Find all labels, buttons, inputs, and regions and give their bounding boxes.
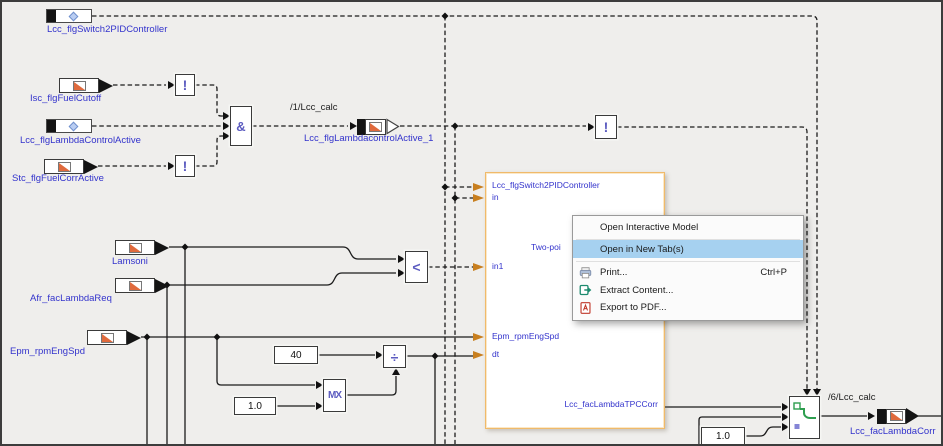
divide-block[interactable]: ÷ xyxy=(383,345,406,368)
inport-arrow-icon xyxy=(84,159,98,174)
outport-block-lambda-corr[interactable] xyxy=(877,408,919,424)
subsystem-port-switch2pid: Lcc_flgSwitch2PIDController xyxy=(492,180,600,190)
goto-block-switch2pid[interactable] xyxy=(46,9,92,23)
signal-spec-block-lambda-control-active-1[interactable] xyxy=(357,118,400,135)
inport-block-fuel-corr-active[interactable] xyxy=(44,159,98,174)
constant-block-40[interactable]: 40 xyxy=(274,346,318,364)
signal-label-lambda-req: Afr_facLambdaReq xyxy=(30,293,112,304)
menu-item-open-in-new-tabs[interactable]: Open in New Tab(s) xyxy=(573,240,803,258)
inport-icon xyxy=(72,80,86,91)
tag-label-lcc-calc-1: /1/Lcc_calc xyxy=(290,102,338,113)
signal-label-fuel-corr-active: Stc_flgFuelCorrActive xyxy=(12,173,104,184)
signal-label-lamsoni: Lamsoni xyxy=(112,256,148,267)
inport-arrow-icon xyxy=(99,78,113,93)
inport-arrow-icon xyxy=(155,240,169,255)
goto-bar xyxy=(47,10,56,22)
signal-label-lambda-corr: Lcc_facLambdaCorr xyxy=(850,426,936,437)
inport-block-eng-spd[interactable] xyxy=(87,330,141,345)
switch-icon xyxy=(792,401,816,429)
inport-block-fuel-cutoff[interactable] xyxy=(59,78,113,93)
constant-block-1-0-b[interactable]: 1.0 xyxy=(701,427,745,444)
signal-label-switch2pid: Lcc_flgSwitch2PIDController xyxy=(47,24,168,35)
inport-icon xyxy=(889,411,903,421)
goto-bar xyxy=(47,120,56,132)
printer-icon xyxy=(579,267,592,279)
goto-diamond-icon xyxy=(68,121,79,131)
menu-separator xyxy=(576,261,800,262)
minmax-glyph: MX xyxy=(328,389,342,401)
menu-item-open-interactive-model[interactable]: Open Interactive Model xyxy=(600,222,699,233)
subsystem-port-in: in xyxy=(492,192,499,202)
menu-item-print[interactable]: Print... Ctrl+P xyxy=(573,264,803,282)
hollow-arrow-icon xyxy=(386,118,400,135)
menu-shortcut: Ctrl+P xyxy=(760,267,787,279)
subsystem-port-out: Lcc_facLambdaTPCCorr xyxy=(564,399,658,409)
not-glyph: ! xyxy=(182,158,188,174)
export-pdf-icon xyxy=(580,301,591,314)
inport-icon xyxy=(57,161,71,172)
context-menu: Open Interactive Model Open in New Tab(s… xyxy=(572,215,804,321)
inport-block-lambda-req[interactable] xyxy=(115,278,169,293)
goto-diamond-icon xyxy=(68,11,79,21)
signal-label-lambda-control-active-1: Lcc_flgLambdacontrolActive_1 xyxy=(304,133,434,144)
inport-arrow-icon xyxy=(127,330,141,345)
subsystem-port-dt: dt xyxy=(492,349,500,359)
block-bar xyxy=(877,408,886,424)
inport-arrow-icon xyxy=(155,278,169,293)
constant-block-1-0-a[interactable]: 1.0 xyxy=(234,397,276,415)
outport-arrow-icon xyxy=(906,408,919,424)
not-glyph: ! xyxy=(182,77,188,93)
inport-block-lamsoni[interactable] xyxy=(115,240,169,255)
block-bar xyxy=(357,118,365,135)
not-block-1[interactable]: ! xyxy=(175,74,195,96)
subsystem-port-in1: in1 xyxy=(492,261,504,271)
switch-block[interactable] xyxy=(789,396,820,439)
inport-icon xyxy=(369,121,382,132)
inport-icon xyxy=(128,280,142,291)
not-block-2[interactable]: ! xyxy=(175,155,195,177)
menu-item-extract-content[interactable]: Extract Content... xyxy=(573,282,803,300)
tag-label-lcc-calc-6: /6/Lcc_calc xyxy=(828,392,876,403)
menu-separator xyxy=(576,239,800,240)
not-block-3[interactable]: ! xyxy=(595,115,617,139)
menu-item-export-to-pdf[interactable]: Export to PDF... xyxy=(573,299,803,317)
less-than-glyph: < xyxy=(412,259,421,275)
inport-icon xyxy=(100,332,114,343)
signal-label-lambda-control-active: Lcc_flgLambdaControlActive xyxy=(20,135,141,146)
signal-label-eng-spd: Epm_rpmEngSpd xyxy=(10,346,85,357)
and-glyph: & xyxy=(236,118,246,134)
and-block[interactable]: & xyxy=(230,106,252,146)
minmax-block[interactable]: MX xyxy=(323,379,346,412)
extract-content-icon xyxy=(579,285,592,296)
signal-label-fuel-cutoff: Isc_flgFuelCutoff xyxy=(30,93,102,104)
less-than-block[interactable]: < xyxy=(405,251,428,283)
subsystem-inner-label: Two-poi xyxy=(531,242,561,252)
goto-block-lambda-control-active[interactable] xyxy=(46,119,92,133)
divide-glyph: ÷ xyxy=(390,348,399,365)
inport-icon xyxy=(128,242,142,253)
not-glyph: ! xyxy=(603,119,609,135)
subsystem-port-engspd: Epm_rpmEngSpd xyxy=(492,331,560,341)
